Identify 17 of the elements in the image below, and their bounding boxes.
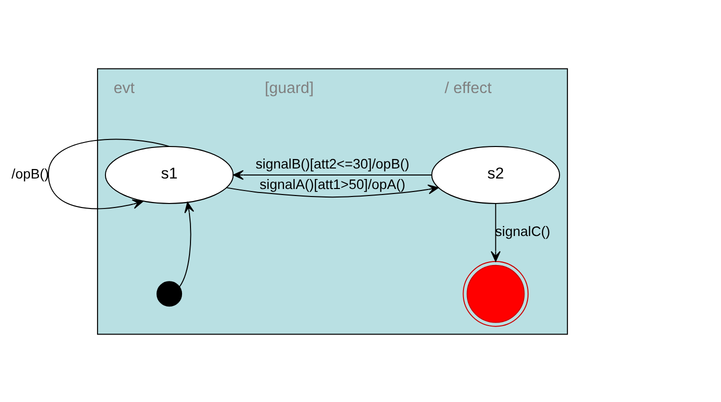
label: [guard] [264,80,314,97]
edge-label: signalB()[att2<=30]/opB() [256,156,410,171]
arrow [179,202,194,287]
node-ellipse: s2 [431,145,560,204]
label: / effect [444,80,492,97]
node-circle [156,280,182,306]
edge-label: signalC() [495,224,550,239]
edge-label: /opB() [11,166,49,182]
cluster [97,68,568,334]
arrow [226,184,439,198]
label: evt [114,80,135,97]
arrow [232,170,432,180]
edge-label: signalA()[att1>50]/opA() [260,176,406,192]
arrow [490,202,501,262]
arrow [48,138,170,209]
node-ellipse: s1 [104,145,234,204]
node-circle [462,260,529,326]
